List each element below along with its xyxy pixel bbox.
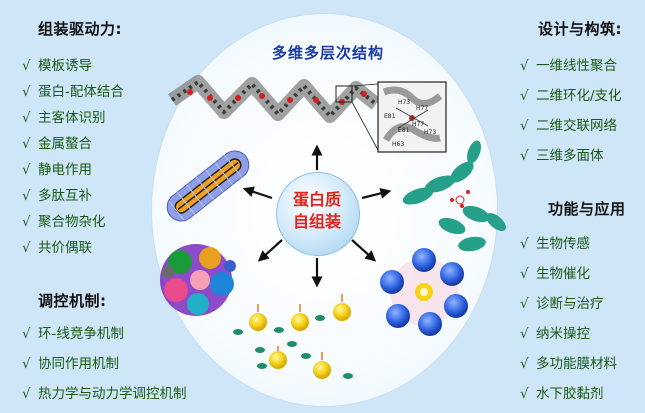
- driving-force-item: √金属螯合: [22, 136, 92, 152]
- protein-cage-structure: [160, 244, 236, 316]
- regulation-item: √协同作用机制: [22, 356, 119, 372]
- hierarchical-structure-title: 多维多层次结构: [271, 44, 384, 62]
- nanotube-structure: [166, 150, 250, 222]
- driving-force-item: √聚合物杂化: [22, 214, 106, 230]
- design-heading: 设计与构筑:: [538, 20, 622, 38]
- driving-force-item: √主客体识别: [22, 110, 106, 126]
- regulation-item: √热力学与动力学调控机制: [22, 386, 187, 402]
- function-item: √水下胶黏剂: [520, 386, 604, 402]
- core-label-line2: 自组装: [292, 212, 341, 231]
- function-item: √纳米操控: [520, 326, 590, 342]
- arrow-right: [361, 187, 392, 200]
- binding-site-inset: H73 H77 E81 H77 H73 E81 H63: [377, 81, 447, 153]
- driving-force-item: √模板诱导: [22, 58, 92, 74]
- branched-network-structure: [402, 140, 506, 252]
- blue-sphere-assembly: [380, 248, 468, 336]
- core-label: 蛋白质 自组装: [276, 189, 358, 233]
- direction-arrows: [242, 144, 392, 288]
- inset-label: H77: [412, 121, 424, 128]
- regulation-heading: 调控机制:: [38, 292, 107, 310]
- inset-label: H73: [424, 129, 436, 136]
- function-item: √诊断与治疗: [520, 296, 604, 312]
- driving-forces-heading: 组装驱动力:: [38, 20, 122, 38]
- function-item: √生物传感: [520, 236, 590, 252]
- arrow-down-right: [351, 239, 377, 262]
- driving-force-item: √静电作用: [22, 162, 92, 178]
- inset-label: E81: [384, 113, 396, 120]
- function-item: √多功能膜材料: [520, 356, 617, 372]
- design-item: √一维线性聚合: [520, 58, 617, 74]
- driving-force-item: √蛋白-配体结合: [22, 84, 124, 100]
- function-item: √生物催化: [520, 266, 590, 282]
- zigzag-fiber-structure: [168, 75, 381, 151]
- core-disc: [276, 172, 360, 256]
- nanoparticle-network: [233, 294, 353, 379]
- inset-label: E81: [398, 127, 410, 134]
- core-label-line1: 蛋白质: [292, 190, 341, 209]
- design-item: √三维多面体: [520, 148, 604, 164]
- arrow-down-left: [257, 239, 283, 262]
- design-item: √二维环化/支化: [520, 88, 622, 104]
- regulation-item: √环-线竞争机制: [22, 326, 124, 342]
- inset-label: H73: [398, 99, 410, 106]
- arrow-left: [242, 186, 273, 200]
- design-item: √二维交联网络: [520, 118, 617, 134]
- inset-label: H77: [416, 105, 428, 112]
- inset-label: H63: [392, 141, 404, 148]
- driving-force-item: √多肽互补: [22, 188, 92, 204]
- driving-force-item: √共价偶联: [22, 240, 92, 256]
- function-heading: 功能与应用: [548, 200, 626, 218]
